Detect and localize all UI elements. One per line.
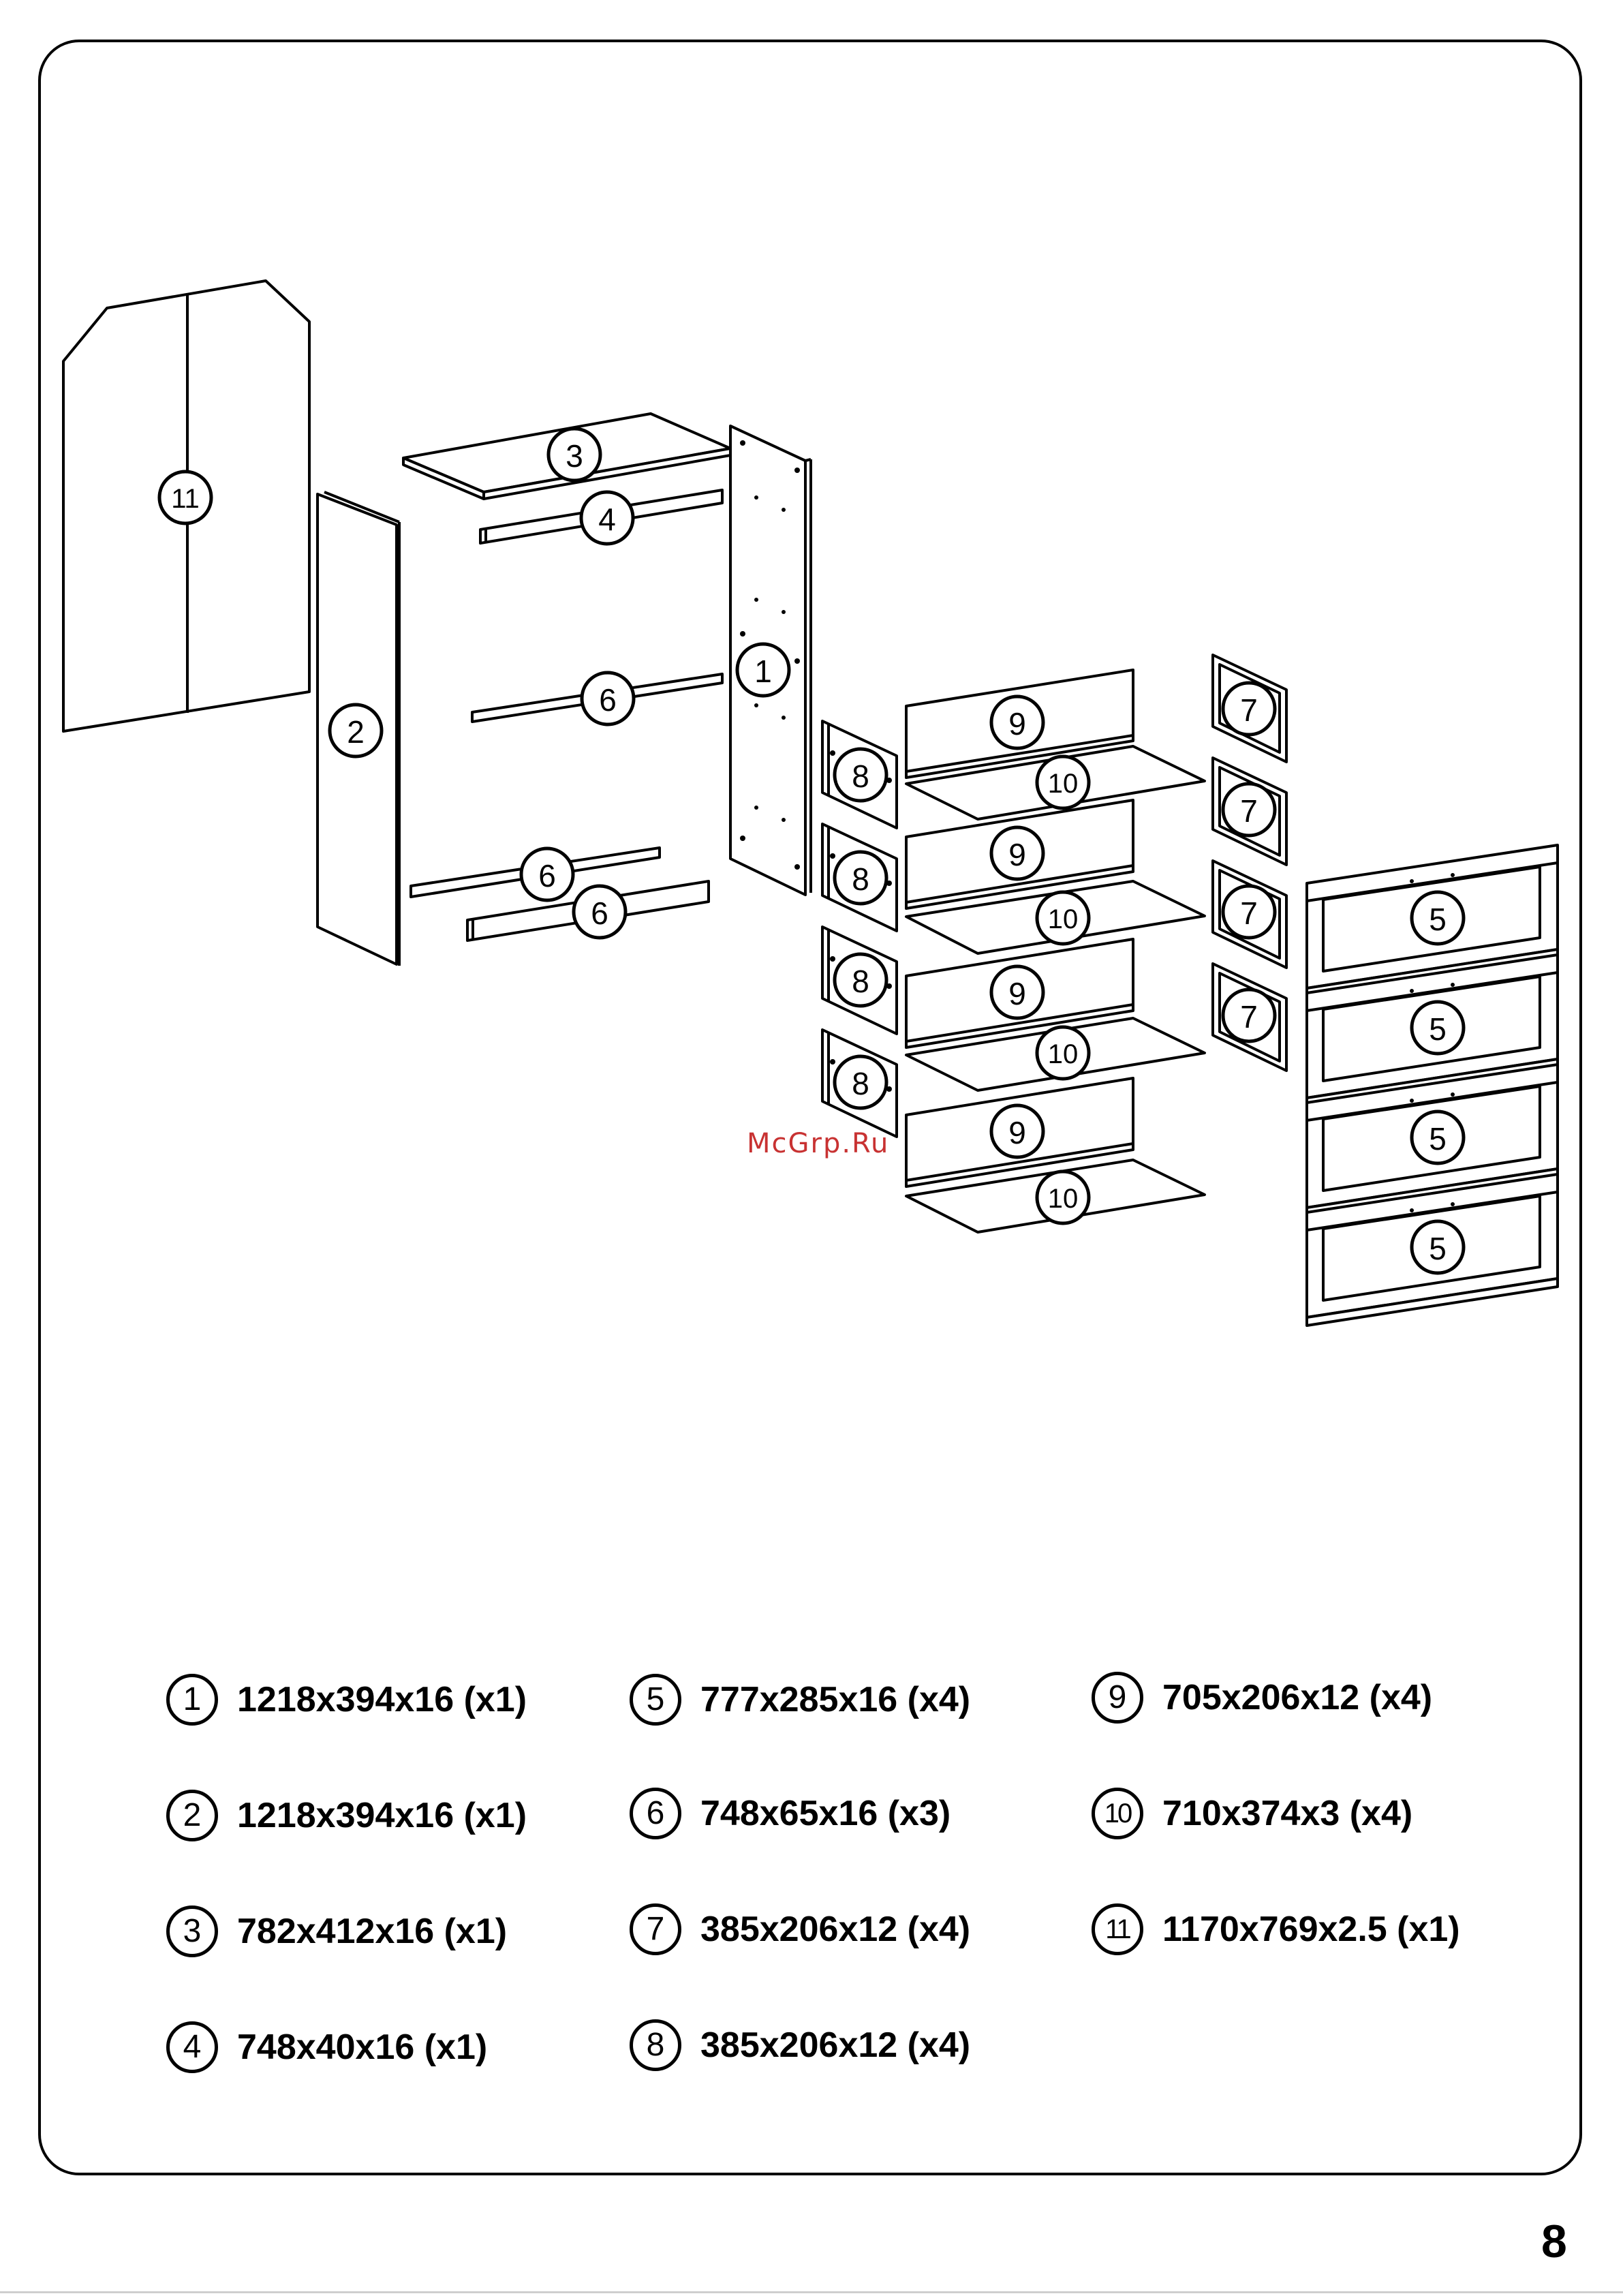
callout-3: 3 — [566, 438, 583, 474]
callout-9: 9 — [1008, 837, 1026, 872]
part-10-legend: 10 710x374x3 (x4) — [1092, 1783, 1412, 1844]
part-number-badge: 4 — [166, 2021, 218, 2073]
part-1-legend: 1 1218x394x16 (x1) — [166, 1669, 527, 1730]
part-6-legend: 6 748x65x16 (x3) — [630, 1783, 950, 1844]
part-number-badge: 9 — [1092, 1672, 1143, 1724]
page-number: 8 — [1541, 2215, 1567, 2268]
callout-1: 1 — [754, 654, 772, 689]
callout-7: 7 — [1240, 692, 1258, 728]
part-dimensions: 1170x769x2.5 (x1) — [1162, 1909, 1460, 1950]
callout-7: 7 — [1240, 793, 1258, 829]
part-7-legend: 7 385x206x12 (x4) — [630, 1899, 970, 1960]
callout-8: 8 — [852, 1066, 869, 1101]
part-dimensions: 385x206x12 (x4) — [700, 2025, 970, 2066]
callout-8: 8 — [852, 861, 869, 897]
bottom-divider — [0, 2291, 1623, 2293]
callout-5: 5 — [1429, 1011, 1447, 1047]
callout-9: 9 — [1008, 706, 1026, 741]
callout-6: 6 — [591, 896, 608, 931]
part-number-badge: 2 — [166, 1790, 218, 1841]
part-number-badge: 3 — [166, 1905, 218, 1957]
part-number-badge: 7 — [630, 1903, 681, 1955]
callout-9: 9 — [1008, 1115, 1026, 1150]
part-number-badge: 5 — [630, 1674, 681, 1726]
part-number-badge: 6 — [630, 1788, 681, 1839]
callout-11: 11 — [171, 484, 200, 514]
part-dimensions: 748x65x16 (x3) — [700, 1793, 950, 1834]
part-2-legend: 2 1218x394x16 (x1) — [166, 1785, 527, 1846]
callout-10: 10 — [1048, 904, 1079, 934]
part-number-badge: 11 — [1092, 1903, 1143, 1955]
callout-8: 8 — [852, 964, 869, 999]
part-dimensions: 1218x394x16 (x1) — [237, 1795, 527, 1836]
part-11-legend: 11 1170x769x2.5 (x1) — [1092, 1899, 1460, 1960]
part-8-legend: 8 385x206x12 (x4) — [630, 2015, 970, 2076]
callout-7: 7 — [1240, 999, 1258, 1035]
part-dimensions: 748x40x16 (x1) — [237, 2027, 487, 2068]
part-9-legend: 9 705x206x12 (x4) — [1092, 1667, 1432, 1728]
callout-7: 7 — [1240, 896, 1258, 931]
part-dimensions: 782x412x16 (x1) — [237, 1911, 507, 1952]
callout-6: 6 — [599, 682, 617, 718]
part-dimensions: 710x374x3 (x4) — [1162, 1793, 1412, 1834]
callout-10: 10 — [1048, 1039, 1079, 1069]
callout-10: 10 — [1048, 769, 1079, 799]
callout-4: 4 — [598, 502, 616, 537]
part-number-badge: 1 — [166, 1674, 218, 1726]
callout-8: 8 — [852, 759, 869, 794]
callout-2: 2 — [347, 714, 365, 750]
part-dimensions: 385x206x12 (x4) — [700, 1909, 970, 1950]
callout-9: 9 — [1008, 976, 1026, 1011]
watermark: McGrp.Ru — [747, 1128, 889, 1159]
callout-5: 5 — [1429, 1231, 1447, 1266]
part-5-legend: 5 777x285x16 (x4) — [630, 1669, 970, 1730]
callout-10: 10 — [1048, 1184, 1079, 1214]
part-number-badge: 10 — [1092, 1788, 1143, 1839]
part-4-legend: 4 748x40x16 (x1) — [166, 2017, 487, 2078]
callout-5: 5 — [1429, 1121, 1447, 1157]
part-number-badge: 8 — [630, 2019, 681, 2071]
callout-6: 6 — [538, 858, 556, 893]
part-3-legend: 3 782x412x16 (x1) — [166, 1901, 507, 1962]
part-dimensions: 777x285x16 (x4) — [700, 1679, 970, 1720]
part-dimensions: 1218x394x16 (x1) — [237, 1679, 527, 1720]
part-dimensions: 705x206x12 (x4) — [1162, 1677, 1432, 1718]
callout-5: 5 — [1429, 902, 1447, 937]
